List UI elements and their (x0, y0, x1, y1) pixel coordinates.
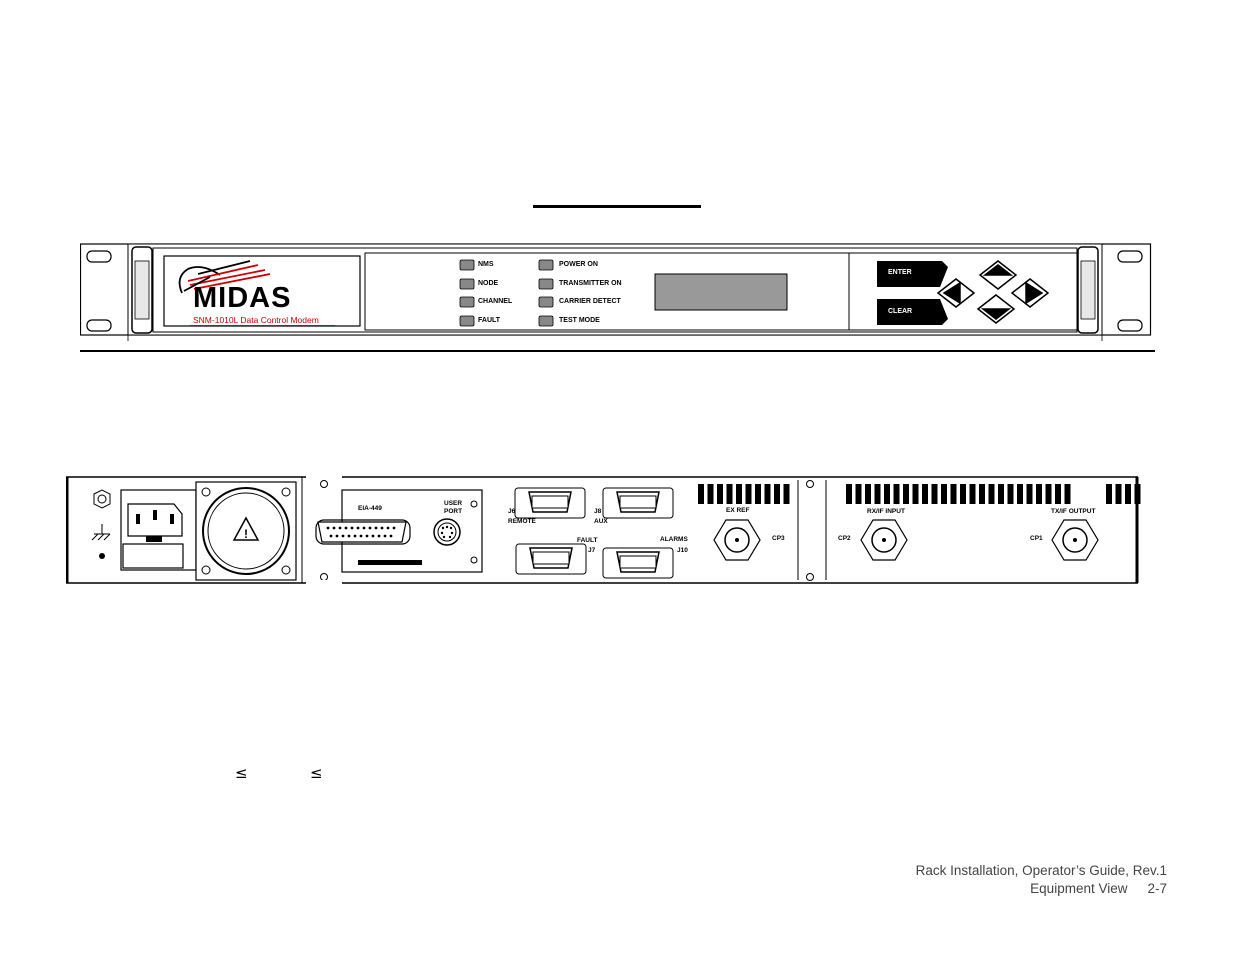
cp2-label: CP2 (838, 535, 851, 542)
led-label: CARRIER DETECT (559, 298, 621, 305)
ground-terminal-icon (91, 489, 111, 559)
led-label: POWER ON (559, 261, 598, 268)
user-port-label: USER (444, 500, 463, 507)
footer-line2: Equipment View 2-7 (916, 880, 1167, 898)
j7-fault-connector (515, 543, 587, 575)
j10-alarms-connector (602, 547, 674, 579)
tx-if-output-label: TX/IF OUTPUT (1051, 508, 1096, 515)
arrow-keypad (936, 260, 1050, 324)
enter-label: ENTER (888, 269, 912, 276)
footer-section: Equipment View (1030, 881, 1128, 896)
led-icon (459, 315, 475, 327)
rx-if-input-label: RX/IF INPUT (867, 508, 905, 515)
model-underline (190, 325, 335, 326)
led-group-right (538, 259, 554, 327)
led-icon (459, 278, 475, 290)
eia-449-connector (317, 521, 407, 543)
page-footer: Rack Installation, Operator’s Guide, Rev… (916, 862, 1167, 898)
j7-label: J7 (588, 547, 596, 554)
rear-panel-drawing: ! (66, 474, 1141, 586)
model-line: SNM-1010L Data Control Modem (193, 315, 319, 325)
cp1-label: CP1 (1030, 535, 1043, 542)
j8-aux-connector (602, 487, 674, 519)
enter-button[interactable] (877, 261, 948, 287)
vent-slots (698, 484, 1141, 504)
fault-label: FAULT (577, 537, 598, 544)
fan-icon: ! (195, 481, 297, 581)
remote-label: REMOTE (508, 518, 536, 525)
title-underline (533, 205, 701, 208)
footer-line1: Rack Installation, Operator’s Guide, Rev… (915, 863, 1167, 878)
clear-button[interactable] (877, 299, 948, 325)
led-icon (538, 315, 554, 327)
led-label: TEST MODE (559, 317, 600, 324)
led-icon (459, 296, 475, 308)
front-panel-drawing (80, 243, 1155, 352)
j8-label: J8 (594, 508, 602, 515)
cp3-label: CP3 (772, 535, 785, 542)
rack-slot-icon (86, 319, 112, 332)
led-icon (538, 278, 554, 290)
brand-logo: MIDAS (193, 282, 292, 314)
rack-slot-icon (86, 250, 112, 263)
led-label: CHANNEL (478, 298, 513, 305)
fuse-holder (122, 543, 184, 569)
rack-slot-icon (1117, 319, 1143, 332)
j10-label: J10 (677, 547, 688, 554)
eia-449-label: EIA-449 (358, 505, 382, 512)
lcd-display (654, 273, 788, 311)
aux-label: AUX (594, 518, 608, 525)
less-equal-symbol: ≤ (310, 764, 323, 782)
user-port-label-2: PORT (444, 508, 463, 515)
rack-slot-icon (1117, 250, 1143, 263)
midas-swoosh-icon (178, 260, 271, 294)
led-icon (459, 259, 475, 271)
ex-ref-label: EX REF (726, 507, 750, 514)
page-number: 2-7 (1147, 881, 1167, 896)
led-label: NODE (478, 280, 499, 287)
led-label: FAULT (478, 317, 501, 324)
less-equal-symbol: ≤ (235, 764, 248, 782)
led-label: TRANSMITTER ON (559, 280, 622, 287)
led-icon (538, 296, 554, 308)
j6-remote-connector (514, 487, 586, 519)
led-group-left (459, 259, 475, 327)
svg-text:!: ! (244, 527, 248, 541)
alarms-label: ALARMS (660, 536, 688, 543)
clear-label: CLEAR (888, 308, 913, 315)
led-icon (538, 259, 554, 271)
j6-label: J6 (508, 508, 516, 515)
led-label: NMS (478, 261, 494, 268)
